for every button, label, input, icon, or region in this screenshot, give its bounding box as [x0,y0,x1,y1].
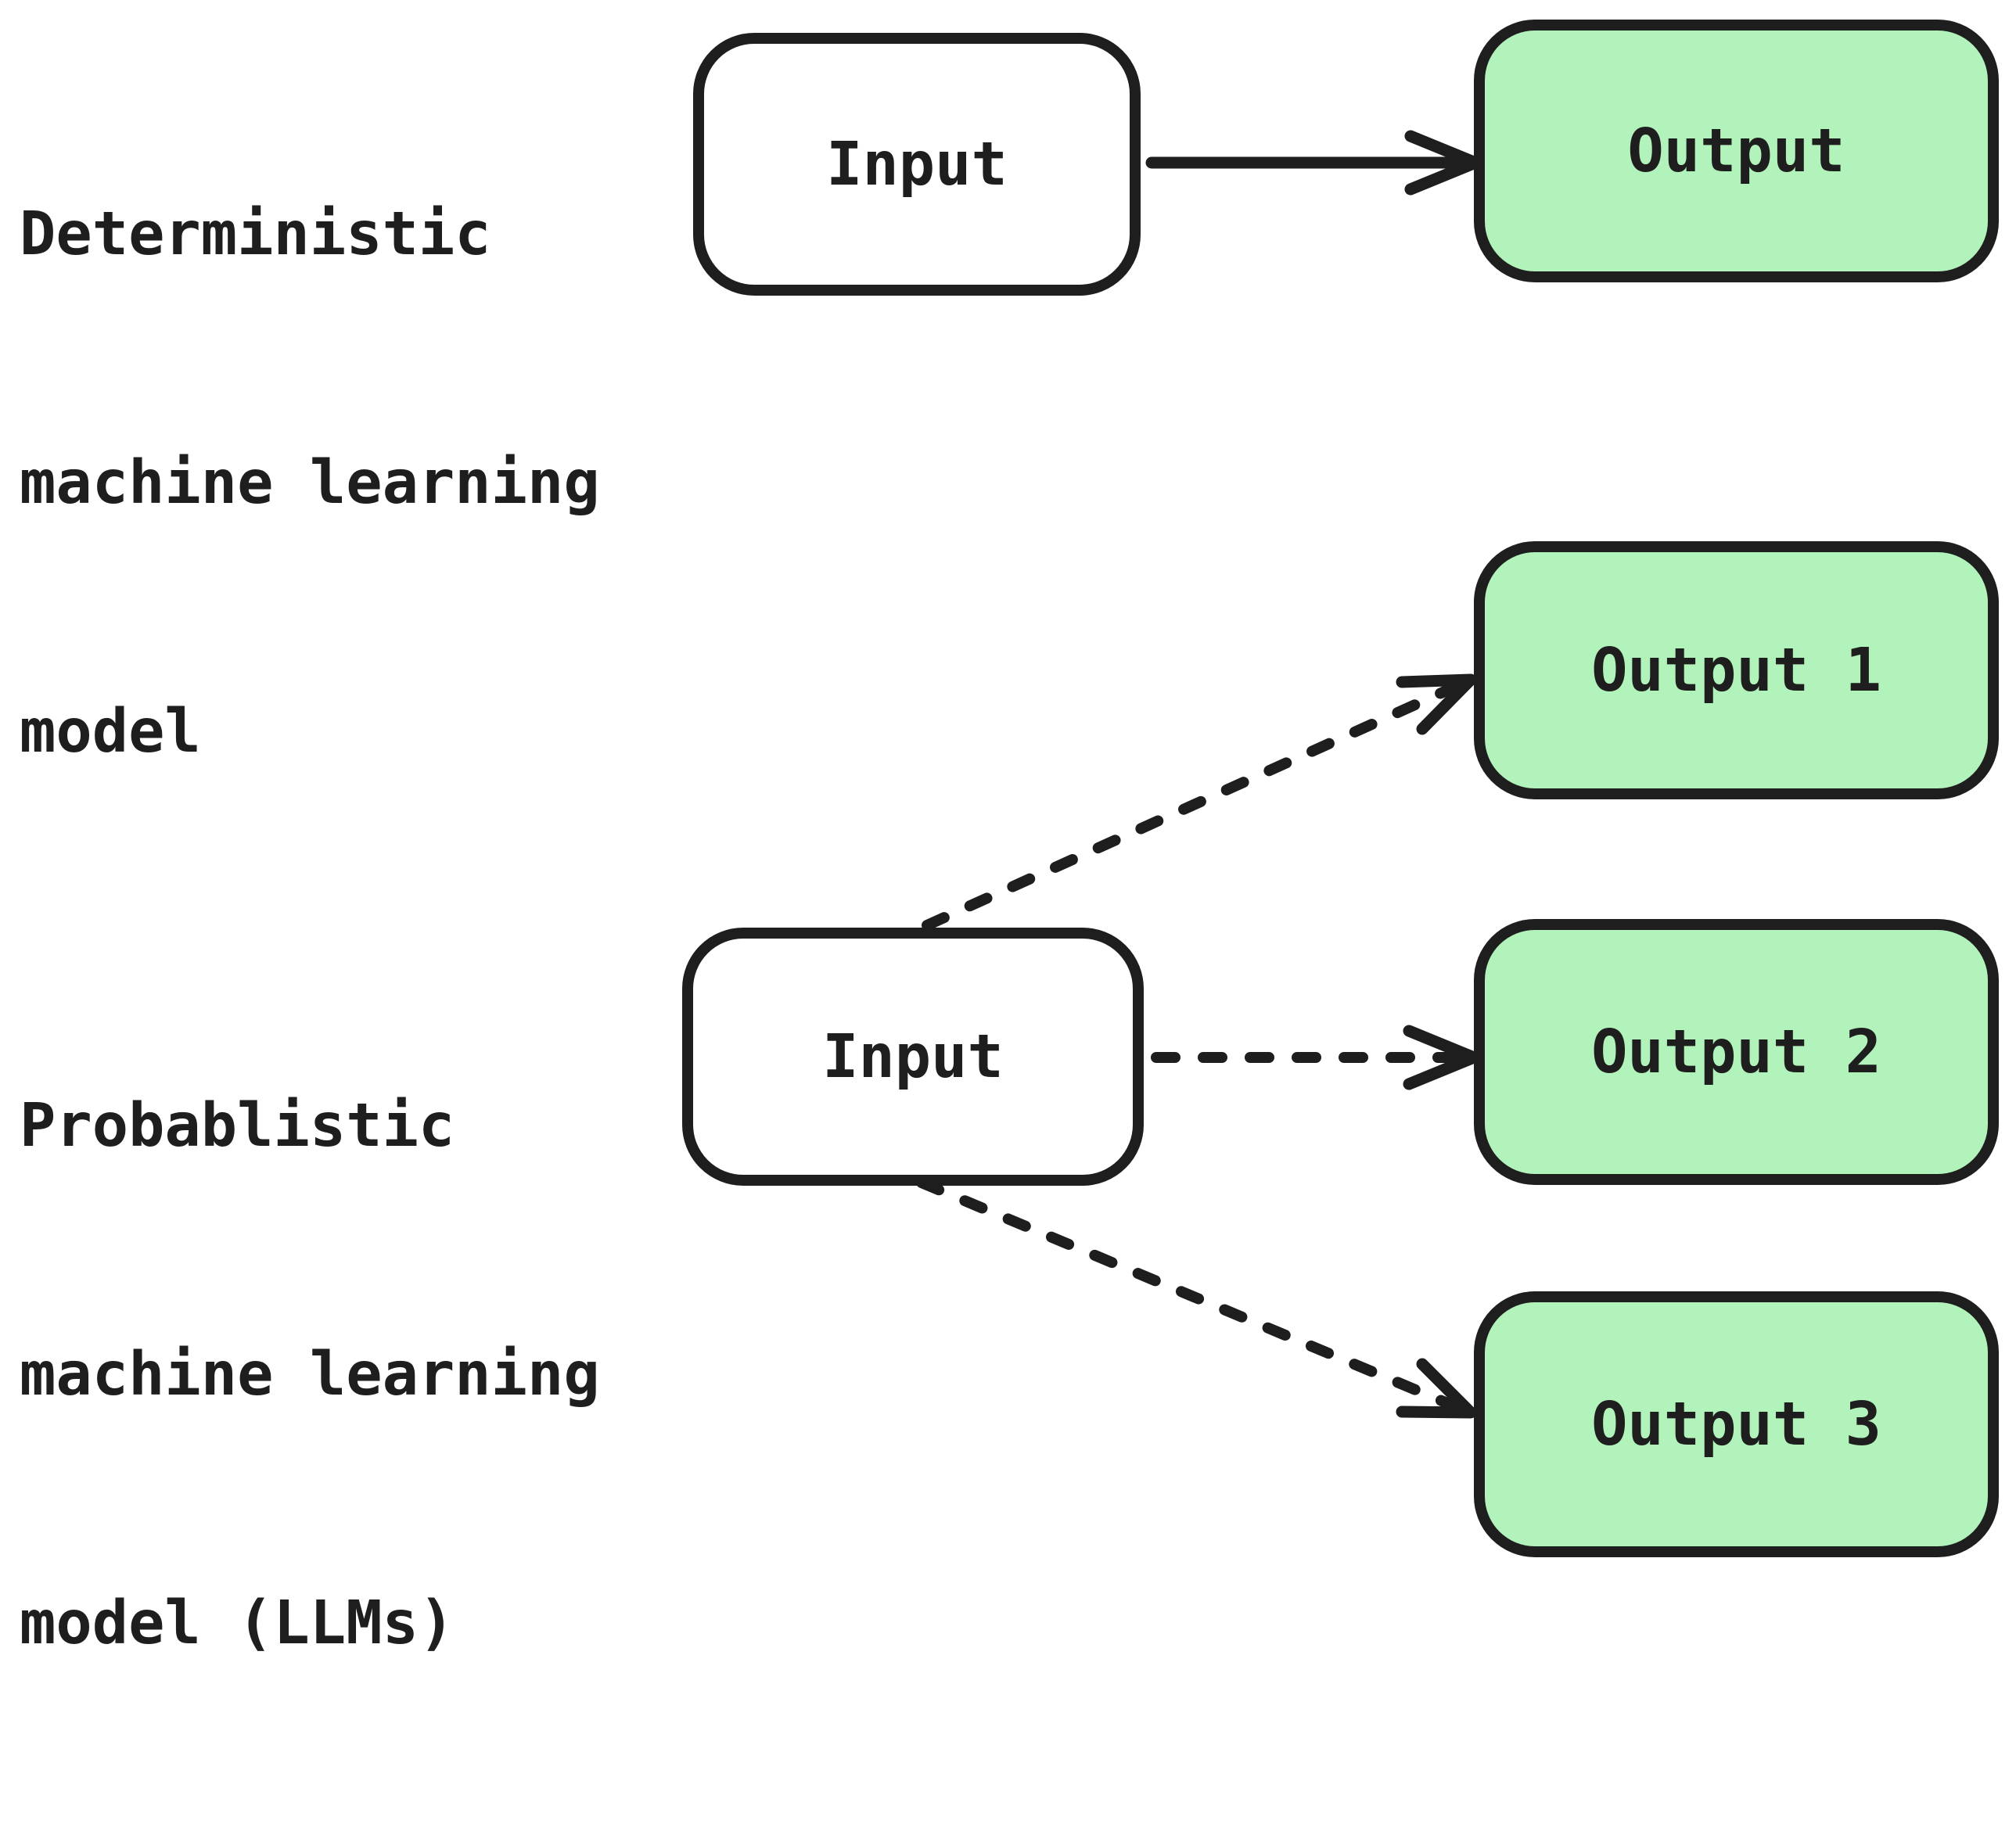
probabilistic-arrow-1 [922,673,1477,931]
label-line: Probablistic [20,1091,455,1161]
label-line: machine learning [20,1340,600,1409]
arrow-shaft [922,680,1462,931]
arrow-shaft [916,1177,1462,1413]
node-label: Output 3 [1591,1389,1881,1459]
probabilistic-output-1-node: Output 1 [1474,541,1999,799]
label-line: Deterministic [20,199,491,269]
diagram-canvas: Deterministic machine learning model Pro… [20,20,1999,1658]
label-line: model [20,697,201,767]
probabilistic-arrow-2 [1151,1025,1480,1090]
node-label: Input [826,129,1008,199]
probabilistic-input-node: Input [682,928,1144,1186]
label-line: model (LLMs) [20,1589,455,1658]
probabilistic-output-2-node: Output 2 [1474,919,1999,1185]
deterministic-section-label: Deterministic machine learning model [20,27,600,939]
node-label: Output 2 [1591,1017,1881,1087]
node-label: Output 1 [1591,635,1881,705]
arrowhead-icon [1396,673,1477,735]
probabilistic-output-3-node: Output 3 [1474,1291,1999,1557]
deterministic-input-node: Input [693,33,1141,296]
probabilistic-section-label: Probablistic machine learning model (LLM… [20,919,600,1831]
deterministic-output-node: Output [1474,20,1999,282]
probabilistic-arrow-3 [916,1177,1477,1419]
node-label: Input [822,1021,1004,1092]
arrowhead-icon [1396,1358,1477,1419]
label-line: machine learning [20,448,600,518]
node-label: Output [1627,116,1845,186]
deterministic-arrow [1145,130,1482,196]
